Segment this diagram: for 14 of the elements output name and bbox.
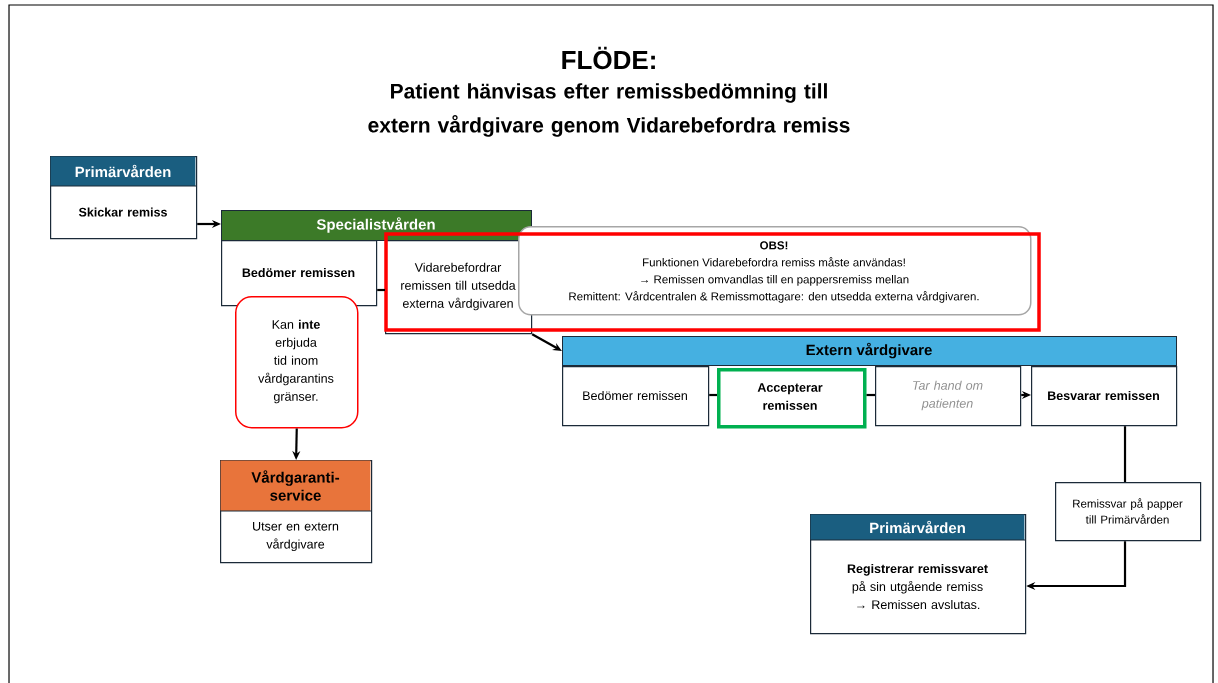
process-box: Accepterar remissen — [717, 368, 867, 429]
warning-box: Kan inte erbjuda tid inom vårdgarantins gränser. — [235, 296, 359, 429]
arrow — [531, 333, 562, 351]
process-box: Bedömer remissen — [562, 366, 710, 427]
titled-box: Primärvården Skickar remiss — [49, 156, 198, 240]
lane-header: Specialistvården — [221, 210, 532, 241]
process-box: Besvarar remissen — [1031, 366, 1178, 427]
titled-box: Primärvården Registrerar remissvaret på sin utgående remiss → Remissen avslutas. — [809, 514, 1027, 635]
lane-header: Extern vårdgivare — [562, 336, 1177, 366]
titled-box: Vårdgaranti-service Utser en extern vårdgivare — [219, 460, 373, 564]
title: FLÖDE: — [562, 46, 655, 70]
process-box: Remissvar på papper till Primärvården — [1055, 482, 1202, 542]
process-box: Tar hand om patienten — [875, 366, 1022, 427]
subtitle: Patient hänvisas efter remissbedömning till extern vårdgivare genom Vidarebefordra remiss — [368, 83, 850, 137]
